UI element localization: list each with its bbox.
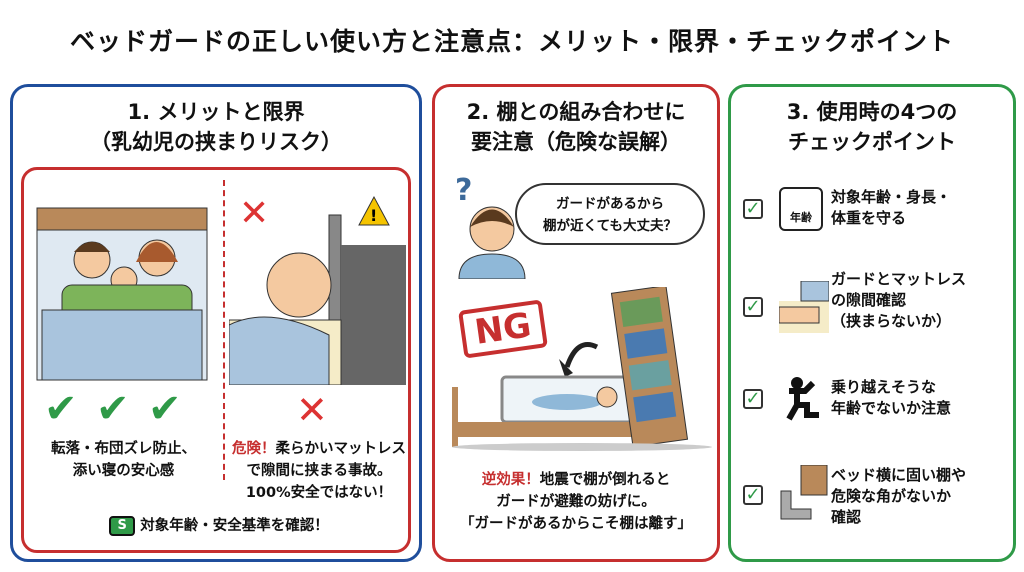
warning-line: 「ガードがあるからこそ棚は離す」 [460, 516, 692, 532]
bubble-line: 棚が近くても大丈夫？ [543, 218, 677, 234]
panel-title-line: 2. 棚との組み合わせに [466, 100, 686, 124]
checkpoint-item: ✓ 乗り越えそうな 年齢でないか注意 [743, 377, 1003, 457]
checkpoint-item: ✓ 年齢 対象年齢・身長・ 体重を守る [743, 187, 1003, 267]
shelf-corner-icon [780, 465, 828, 520]
checkpoint-text: ベッド横に固い棚や 危険な角がないか 確認 [831, 465, 966, 528]
climbing-child-icon [786, 377, 819, 421]
warning-line: ガードが避難の妨げに。 [496, 494, 656, 510]
checkpoint-line: 年齢でないか注意 [831, 399, 952, 417]
footer-text: 対象年齢・安全基準を確認！ [140, 518, 329, 534]
merit-line: 添い寝の安心感 [72, 463, 175, 479]
bubble-line: ガードがあるから [556, 196, 664, 212]
scale-age-icon: 年齢 [779, 187, 823, 231]
checkpoint-line: ベッド横に固い棚や [831, 466, 967, 484]
warning-text: 逆効果！地震で棚が倒れると ガードが避難の妨げに。 「ガードがあるからこそ棚は離… [435, 469, 717, 535]
check-icon: ✔ [44, 386, 78, 432]
checkbox-checked-icon: ✓ [743, 389, 763, 409]
checkpoint-text: 対象年齢・身長・ 体重を守る [831, 187, 951, 229]
checkbox-checked-icon: ✓ [743, 297, 763, 317]
danger-line: 柔らかいマットレス [275, 441, 407, 457]
checkpoint-line: 乗り越えそうな [831, 378, 937, 396]
warning-line: 地震で棚が倒れると [539, 472, 671, 488]
panel-title-line: チェックポイント [788, 130, 956, 154]
question-mark-icon: ? [455, 173, 473, 208]
thought-bubble: ガードがあるから 棚が近くても大丈夫？ [515, 183, 705, 245]
family-bed-illustration [36, 207, 208, 381]
merits-limits-box: ✕ ! ✔ ✔ ✔ ✕ 転落・布団ズレ防止、 添い寝の安心感 危険！柔らかいマッ… [21, 167, 411, 553]
divider [223, 180, 225, 480]
check-icon: ✔ [148, 386, 182, 432]
checkpoint-text: 乗り越えそうな 年齢でないか注意 [831, 377, 951, 419]
merit-line: 転落・布団ズレ防止、 [51, 441, 196, 457]
merit-text: 転落・布団ズレ防止、 添い寝の安心感 [24, 438, 223, 482]
panel-title: 2. 棚との組み合わせに 要注意（危険な誤解） [435, 97, 717, 157]
checkpoint-line: 危険な角がないか [831, 487, 952, 505]
checkpoint-item: ✓ ガードとマットレス の隙間確認 （挟まらないか） [743, 269, 1003, 349]
panel-title-line: （乳幼児の挟まりリスク） [90, 130, 342, 154]
check-icon: ✔ [96, 386, 130, 432]
footer-note: S 対象年齢・安全基準を確認！ [24, 515, 414, 537]
checkpoint-text: ガードとマットレス の隙間確認 （挟まらないか） [831, 269, 966, 332]
danger-line: で隙間に挟まる事故。 [246, 463, 392, 479]
checkpoint-line: 体重を守る [831, 209, 907, 227]
sg-mark-icon: S [109, 516, 136, 536]
svg-text:✕: ✕ [239, 193, 269, 234]
danger-line: 100%安全ではない！ [245, 485, 393, 501]
warning-label: 逆効果！ [481, 472, 540, 488]
panel-title-line: 要注意（危険な誤解） [471, 130, 681, 154]
checkpoint-line: ガードとマットレス [831, 270, 967, 288]
panel-merits-limits: 1. メリットと限界 （乳幼児の挟まりリスク） ✕ ! ✔ ✔ ✔ [10, 84, 422, 562]
panel-title: 3. 使用時の4つの チェックポイント [731, 97, 1013, 157]
panel-shelf-warning: 2. 棚との組み合わせに 要注意（危険な誤解） ? ガードがあるから 棚が近くて… [432, 84, 720, 562]
checkbox-checked-icon: ✓ [743, 485, 763, 505]
panel-title: 1. メリットと限界 （乳幼児の挟まりリスク） [13, 97, 419, 157]
danger-text: 危険！柔らかいマットレス で隙間に挟まる事故。 100%安全ではない！ [224, 438, 414, 504]
checkpoint-line: の隙間確認 [831, 291, 907, 309]
hand-gap-icon [779, 281, 829, 333]
panel-checkpoints: 3. 使用時の4つの チェックポイント ✓ 年齢 対象年齢・身長・ 体重を守る … [728, 84, 1016, 562]
page-title: ベッドガードの正しい使い方と注意点：メリット・限界・チェックポイント [69, 27, 954, 56]
thinking-man-illustration [458, 206, 526, 279]
checkbox-checked-icon: ✓ [743, 199, 763, 219]
checkpoint-item: ✓ ベッド横に固い棚や 危険な角がないか 確認 [743, 465, 1003, 545]
panel-title-line: 3. 使用時の4つの [786, 100, 958, 124]
svg-text:!: ! [370, 206, 377, 225]
checkpoint-line: 確認 [831, 508, 862, 526]
panel-title-line: 1. メリットと限界 [127, 100, 305, 124]
baby-trapped-illustration: ✕ ! [229, 193, 406, 385]
bed-bookshelf-illustration [452, 287, 712, 451]
checkpoint-line: （挟まらないか） [831, 312, 952, 330]
checkpoint-line: 対象年齢・身長・ [831, 188, 952, 206]
cross-icon: ✕ [296, 388, 328, 432]
danger-label: 危険！ [232, 441, 276, 457]
